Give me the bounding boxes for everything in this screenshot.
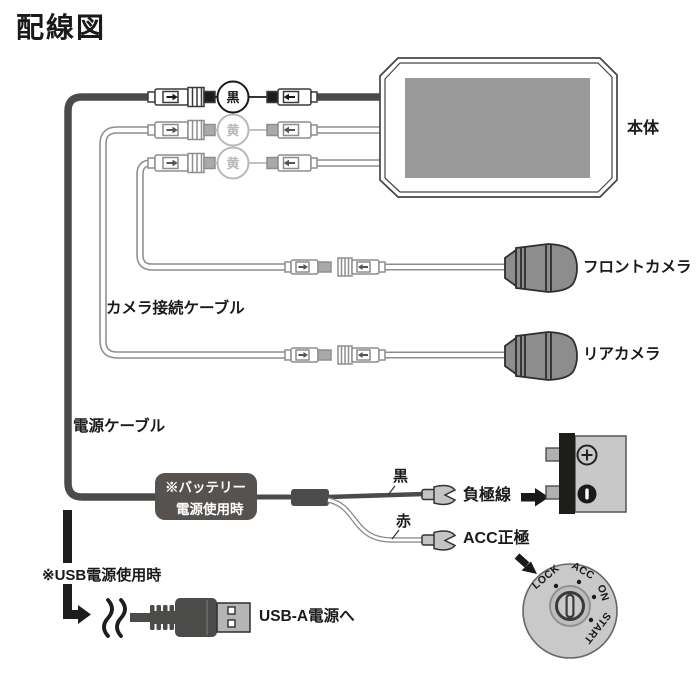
camera-connector-pair-front [284,257,386,277]
to-ignition-arrow [514,553,537,574]
main-unit-label: 本体 [627,120,660,137]
main-unit-monitor [379,57,618,198]
power-cable-label: 電源ケーブル [73,418,166,435]
battery-positive-icon [576,444,598,466]
acc-terminal [421,530,457,551]
battery-mode-note: ※バッテリー 電源使用時 [155,473,257,520]
usb-destination-label: USB-A電源へ [259,608,355,625]
red-wire-leader [391,529,400,540]
power-cable [64,93,160,501]
camera-connector-pair-rear [284,345,386,365]
battery-negative-tab [545,485,561,500]
usb-mode-note: ※USB電源使用時 [42,567,162,584]
connector-female-yellow1 [266,121,318,139]
camera-cable-rear-run [99,126,286,359]
battery [545,433,627,514]
connector-female-yellow2 [266,154,318,172]
front-camera [504,243,578,293]
tag-yellow-2: 黄 [226,155,240,171]
battery-mode-note-line1: ※バッテリー [165,479,246,495]
keyhole-slot [565,593,575,619]
connector-male-yellow1 [147,119,216,141]
monitor-screen [405,78,590,178]
rear-camera-label: リアカメラ [583,346,661,363]
acc-positive-label: ACC正極 [463,530,530,547]
page-title: 配線図 [16,12,107,43]
battery-mode-note-line2: 電源使用時 [176,501,244,517]
to-battery-arrow [521,488,549,507]
usb-branch-dash [63,510,72,563]
battery-positive-tab [545,447,561,462]
negative-terminal [421,484,457,506]
black-negative-wire [327,491,425,500]
dial-dot-lock [553,583,559,589]
battery-negative-icon [577,484,597,504]
camera-cable-front-run [136,159,286,271]
connector-male-yellow2 [147,152,216,174]
front-camera-label: フロントカメラ [583,259,692,276]
cable-sleeve [291,489,329,506]
battery-terminal-bar [559,433,575,514]
ignition-switch [522,563,618,659]
tag-black: 黒 [226,89,240,105]
tag-yellow-1: 黄 [226,122,240,138]
connector-female-black [266,88,318,106]
rear-camera [504,331,578,381]
usb-cable-plug [130,598,251,637]
dial-dot-start [588,617,594,623]
red-acc-wire [327,497,424,543]
black-wire-label: 黒 [393,468,409,485]
camera-cable-label: カメラ接続ケーブル [106,300,245,317]
negative-line-label: 負極線 [463,487,512,504]
cable-break-icon [102,598,127,638]
connector-male-black [147,86,216,108]
red-wire-label: 赤 [396,513,412,530]
dial-dot-on [591,594,597,600]
dial-dot-acc [576,579,582,585]
usb-route-arrow [63,584,91,624]
black-wire-leader [387,485,396,496]
